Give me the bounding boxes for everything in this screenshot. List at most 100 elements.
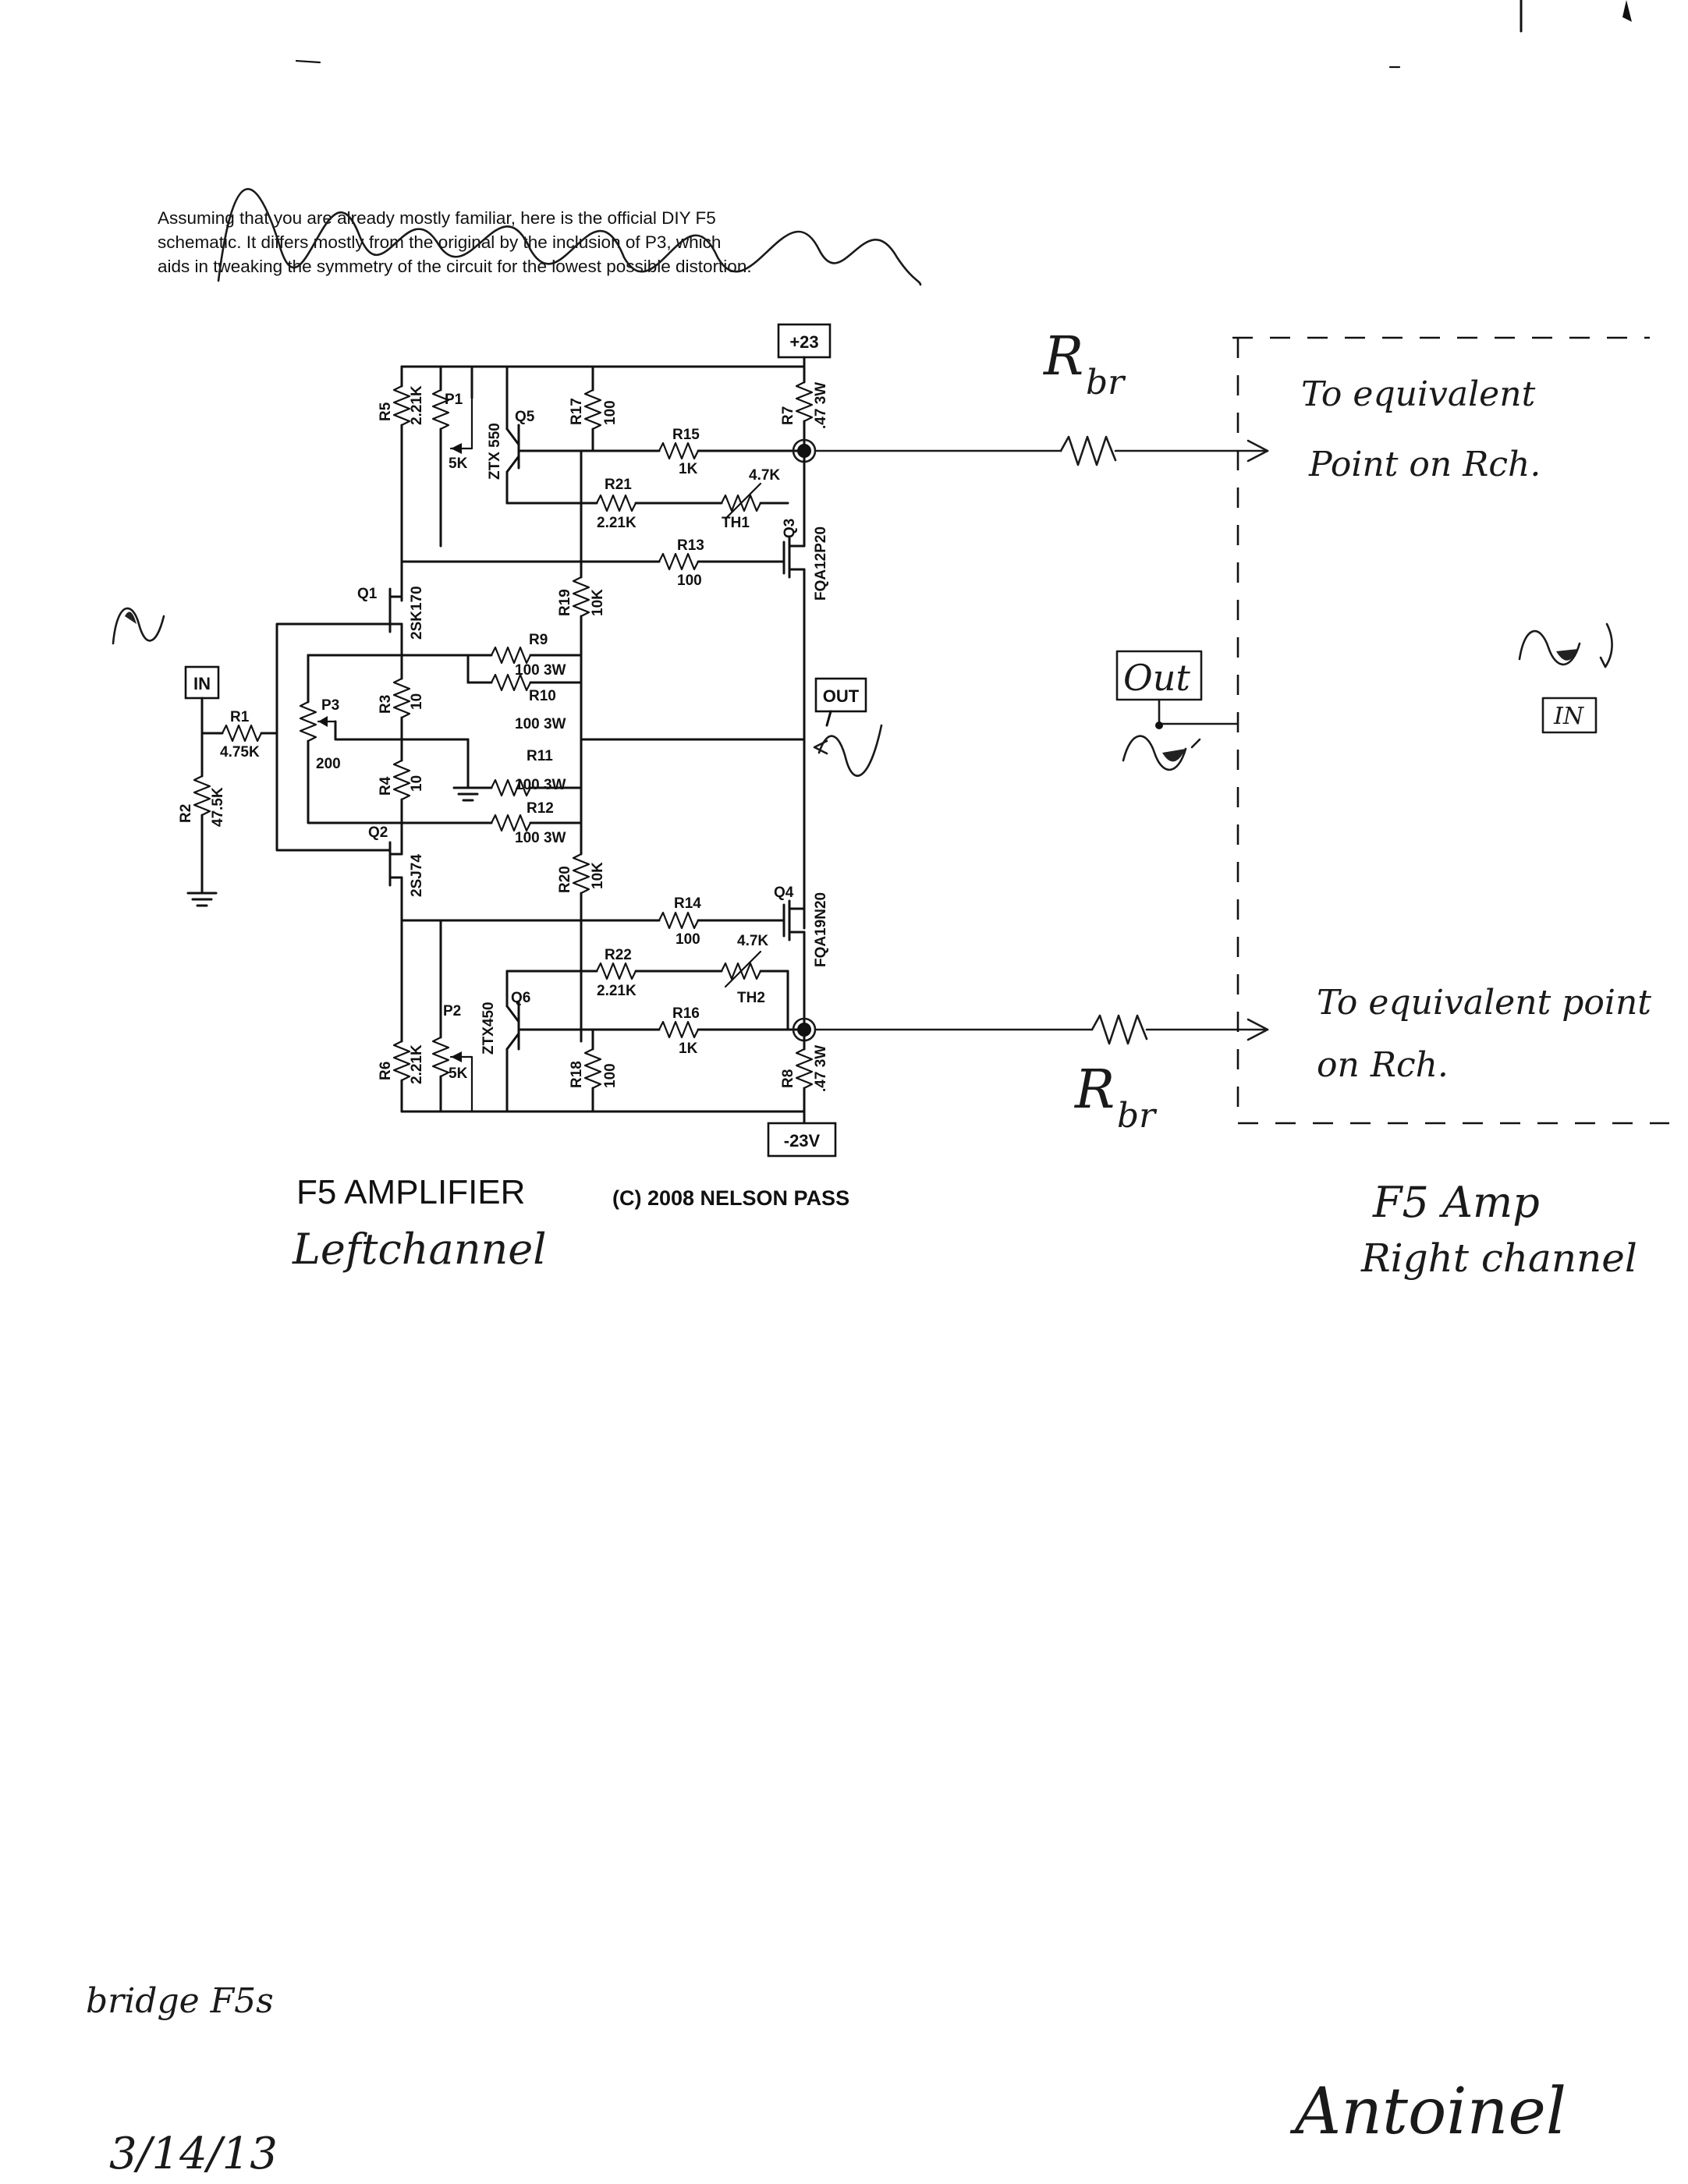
intro-line-2: schematic. It differs mostly from the or…: [158, 232, 721, 252]
r20-zigzag: [572, 853, 590, 895]
svg-text:1K: 1K: [679, 1041, 698, 1057]
svg-text:R17: R17: [569, 398, 585, 425]
svg-text:br: br: [1117, 1096, 1158, 1136]
svg-text:R19: R19: [557, 589, 573, 616]
date-label: 3/14/13: [109, 2129, 278, 2179]
svg-text:ZTX 550: ZTX 550: [487, 423, 503, 480]
schematic-top-half: +23 R5 2.21K P1 5K Q5 ZTX 550 R17 100: [378, 323, 832, 741]
svg-text:10K: 10K: [590, 589, 606, 616]
svg-text:Q6: Q6: [511, 990, 530, 1006]
note-bottom-2: on Rch.: [1317, 1045, 1449, 1085]
svg-text:R15: R15: [672, 427, 700, 443]
svg-text:.47 3W: .47 3W: [813, 1045, 829, 1092]
copyright-text: (C) 2008 NELSON PASS: [612, 1186, 849, 1210]
input-stage: Q1 2SK170 R3 10 R4 10 P3 200: [112, 586, 806, 922]
svg-text:100: 100: [602, 1063, 619, 1088]
svg-text:R20: R20: [557, 866, 573, 893]
svg-text:Q4: Q4: [774, 885, 794, 901]
right-in-label: IN: [1553, 703, 1585, 730]
r7-zigzag: [795, 381, 814, 423]
intro-line-3: aids in tweaking the symmetry of the cir…: [158, 257, 752, 276]
out-terminal-label: OUT: [823, 686, 860, 706]
svg-text:Q2: Q2: [368, 824, 388, 841]
p2-zigzag: [431, 1036, 450, 1078]
svg-text:100: 100: [676, 931, 700, 948]
svg-text:P1: P1: [445, 392, 463, 408]
svg-text:2SK170: 2SK170: [409, 586, 425, 640]
svg-text:2.21K: 2.21K: [409, 385, 425, 425]
svg-text:4.75K: 4.75K: [220, 744, 260, 760]
svg-text:Q5: Q5: [515, 409, 535, 425]
left-channel-label: Leftchannel: [292, 1225, 547, 1274]
rbr-bottom-label: R: [1073, 1059, 1115, 1121]
svg-text:200: 200: [316, 756, 341, 772]
svg-text:R4: R4: [378, 776, 394, 796]
svg-text:R21: R21: [605, 477, 632, 493]
r18-zigzag: [583, 1048, 602, 1090]
svg-text:100 3W: 100 3W: [515, 830, 566, 846]
neg-rail-label: -23V: [784, 1131, 821, 1150]
bridge-label: bridge F5s: [86, 1981, 274, 2021]
svg-text:100 3W: 100 3W: [515, 662, 566, 679]
hand-out-sine: [817, 724, 883, 777]
rbr-bottom-resistor: [1090, 1014, 1148, 1045]
svg-text:P2: P2: [443, 1003, 461, 1019]
p3-zigzag: [299, 700, 317, 743]
svg-text:47.5K: 47.5K: [210, 787, 226, 827]
r10-zigzag: [490, 673, 532, 692]
svg-text:ZTX450: ZTX450: [481, 1002, 497, 1055]
svg-text:Q3: Q3: [782, 519, 798, 538]
bridge-connections: R br R br To equivalent Point on Rch. To…: [814, 326, 1669, 1136]
intro-note: Assuming that you are already mostly fam…: [158, 188, 922, 286]
r12-zigzag: [490, 814, 532, 832]
r11-zigzag: [490, 778, 532, 797]
svg-text:2.21K: 2.21K: [597, 515, 637, 531]
r4-zigzag: [392, 759, 411, 801]
svg-text:R5: R5: [378, 402, 394, 421]
svg-text:1K: 1K: [679, 461, 698, 477]
svg-text:R7: R7: [780, 406, 796, 425]
r1-zigzag: [221, 724, 263, 743]
svg-text:R14: R14: [674, 895, 701, 912]
neg-rail-box: [767, 1122, 837, 1158]
captions: F5 AMPLIFIER (C) 2008 NELSON PASS Leftch…: [86, 1173, 1637, 2179]
svg-text:.47 3W: .47 3W: [813, 382, 829, 429]
in-terminal-label: IN: [193, 674, 211, 693]
svg-text:FQA19N20: FQA19N20: [813, 892, 829, 967]
r3-zigzag: [392, 677, 411, 719]
svg-text:TH2: TH2: [737, 990, 765, 1006]
svg-text:R13: R13: [677, 537, 704, 554]
right-in-sine: [1518, 630, 1581, 666]
svg-text:P3: P3: [321, 697, 339, 714]
svg-text:4.7K: 4.7K: [737, 933, 768, 949]
r16-zigzag: [658, 1020, 700, 1039]
svg-text:R8: R8: [780, 1069, 796, 1088]
svg-text:R2: R2: [178, 804, 194, 823]
rbr-top-label: R: [1042, 326, 1083, 388]
svg-text:100: 100: [602, 400, 619, 425]
output-node: OUT: [803, 568, 883, 930]
p1-zigzag: [431, 388, 450, 431]
right-in-box: [1541, 697, 1598, 734]
svg-text:100 3W: 100 3W: [515, 716, 566, 732]
svg-text:TH1: TH1: [722, 515, 750, 531]
right-out-sine: [1122, 735, 1187, 771]
scan-marks: [295, 0, 1632, 69]
hand-input-sine: [112, 607, 165, 645]
svg-text:5K: 5K: [449, 1065, 468, 1082]
r8-zigzag: [795, 1048, 814, 1090]
r17-zigzag: [583, 388, 602, 431]
rbr-top-resistor: [1059, 435, 1117, 466]
svg-text:R11: R11: [527, 748, 553, 764]
svg-text:R22: R22: [605, 947, 632, 963]
schematic-bottom-half: R20 10K R14 100 Q4 FQA19N20 R22 2.21K 4.…: [378, 849, 837, 1158]
svg-text:R1: R1: [230, 709, 250, 725]
hand-wave-overline: [217, 188, 922, 286]
svg-text:R10: R10: [529, 688, 556, 704]
svg-text:2SJ74: 2SJ74: [409, 854, 425, 897]
note-top-1: To equivalent: [1301, 374, 1536, 414]
right-amp-title: F5 Amp: [1372, 1178, 1540, 1227]
svg-text:2.21K: 2.21K: [409, 1044, 425, 1084]
in-terminal-box: [184, 665, 220, 700]
